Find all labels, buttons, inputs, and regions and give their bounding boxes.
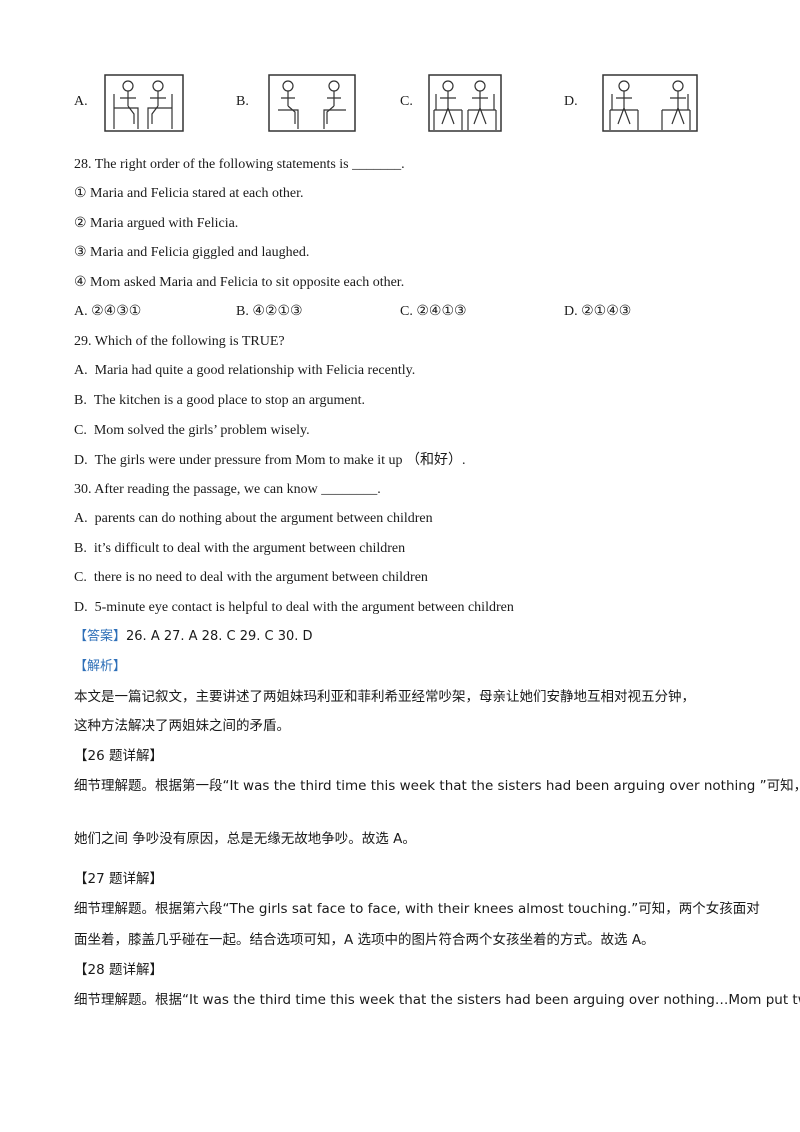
- option-text: The girls were under pressure from Mom t…: [94, 453, 466, 468]
- option-text: it’s difficult to deal with the argument…: [93, 541, 406, 556]
- q30-option-a[interactable]: A. parents can do nothing about the argu…: [74, 509, 433, 529]
- analysis-summary-2: 这种方法解决了两姐妹之间的矛盾。: [74, 718, 290, 734]
- q28-option-c[interactable]: C. ②④①③: [400, 304, 467, 319]
- q28-option-b[interactable]: B. ④②①③: [236, 304, 303, 319]
- option-text: parents can do nothing about the argumen…: [94, 511, 433, 526]
- option-text: Mom solved the girls’ problem wisely.: [93, 423, 310, 438]
- picture-side-by-side-apart: [602, 74, 698, 132]
- analysis-label: 【解析】: [74, 659, 127, 674]
- q27-detail-1: 细节理解题。根据第六段“The girls sat face to face, …: [74, 901, 760, 917]
- q30-option-c[interactable]: C. there is no need to deal with the arg…: [74, 568, 428, 588]
- option-text: 5-minute eye contact is helpful to deal …: [94, 600, 514, 615]
- q28-detail-header: 【28 题详解】: [74, 962, 163, 978]
- option-letter: D.: [74, 600, 88, 615]
- q30-option-b[interactable]: B. it’s difficult to deal with the argum…: [74, 539, 405, 559]
- q29-option-b[interactable]: B. The kitchen is a good place to stop a…: [74, 391, 365, 411]
- q26-detail-header: 【26 题详解】: [74, 748, 163, 764]
- option-letter: B.: [74, 541, 87, 556]
- q28-option-a[interactable]: A. ②④③①: [74, 304, 142, 319]
- answer-label: 【答案】: [74, 629, 127, 644]
- q29-option-d[interactable]: D. The girls were under pressure from Mo…: [74, 451, 466, 471]
- q28-option-d[interactable]: D. ②①④③: [564, 304, 632, 319]
- option-text: The kitchen is a good place to stop an a…: [93, 393, 365, 408]
- q29-option-c[interactable]: C. Mom solved the girls’ problem wisely.: [74, 421, 310, 441]
- q28-statement-4: ④ Mom asked Maria and Felicia to sit opp…: [74, 275, 405, 290]
- q28-stem: 28. The right order of the following sta…: [74, 157, 405, 172]
- answer-line: 【答案】26. A 27. A 28. C 29. C 30. D: [74, 627, 313, 647]
- q28-detail-1: 细节理解题。根据“It was the third time this week…: [74, 992, 800, 1008]
- q26-detail-2: 她们之间 争吵没有原因，总是无缘无故地争吵。故选 A。: [74, 831, 416, 847]
- option-text: there is no need to deal with the argume…: [93, 570, 428, 585]
- option-letter: B.: [74, 393, 87, 408]
- q28-statement-1: ① Maria and Felicia stared at each other…: [74, 186, 304, 201]
- option-letter: C.: [400, 94, 413, 109]
- q30-option-d[interactable]: D. 5-minute eye contact is helpful to de…: [74, 598, 514, 618]
- option-text: Maria had quite a good relationship with…: [94, 363, 416, 378]
- q27-detail-header: 【27 题详解】: [74, 871, 163, 887]
- option-letter: D.: [564, 94, 578, 109]
- q30-stem: 30. After reading the passage, we can kn…: [74, 482, 381, 497]
- q26-detail-1: 细节理解题。根据第一段“It was the third time this w…: [74, 778, 800, 794]
- option-letter: C.: [74, 570, 87, 585]
- q29-option-a[interactable]: A. Maria had quite a good relationship w…: [74, 361, 415, 381]
- option-letter: D.: [74, 453, 88, 468]
- q28-statement-2: ② Maria argued with Felicia.: [74, 216, 239, 231]
- analysis-summary-1: 本文是一篇记叙文，主要讲述了两姐妹玛利亚和菲利希亚经常吵架，母亲让她们安静地互相…: [74, 689, 695, 705]
- picture-face-to-face-close: [104, 74, 184, 132]
- q29-stem: 29. Which of the following is TRUE?: [74, 334, 285, 349]
- q27-detail-2: 面坐着，膝盖几乎碰在一起。结合选项可知，A 选项中的图片符合两个女孩坐着的方式。…: [74, 932, 655, 948]
- option-letter: A.: [74, 363, 88, 378]
- option-letter: B.: [236, 94, 249, 109]
- option-letter: A.: [74, 94, 88, 109]
- answer-text: 26. A 27. A 28. C 29. C 30. D: [126, 629, 313, 644]
- option-letter: C.: [74, 423, 87, 438]
- option-letter: A.: [74, 511, 88, 526]
- picture-side-by-side-close: [428, 74, 502, 132]
- picture-face-to-face-apart: [268, 74, 356, 132]
- q27-picture-options: A. B. C. D.: [74, 74, 734, 138]
- analysis-label-line: 【解析】: [74, 657, 126, 677]
- q28-statement-3: ③ Maria and Felicia giggled and laughed.: [74, 245, 310, 260]
